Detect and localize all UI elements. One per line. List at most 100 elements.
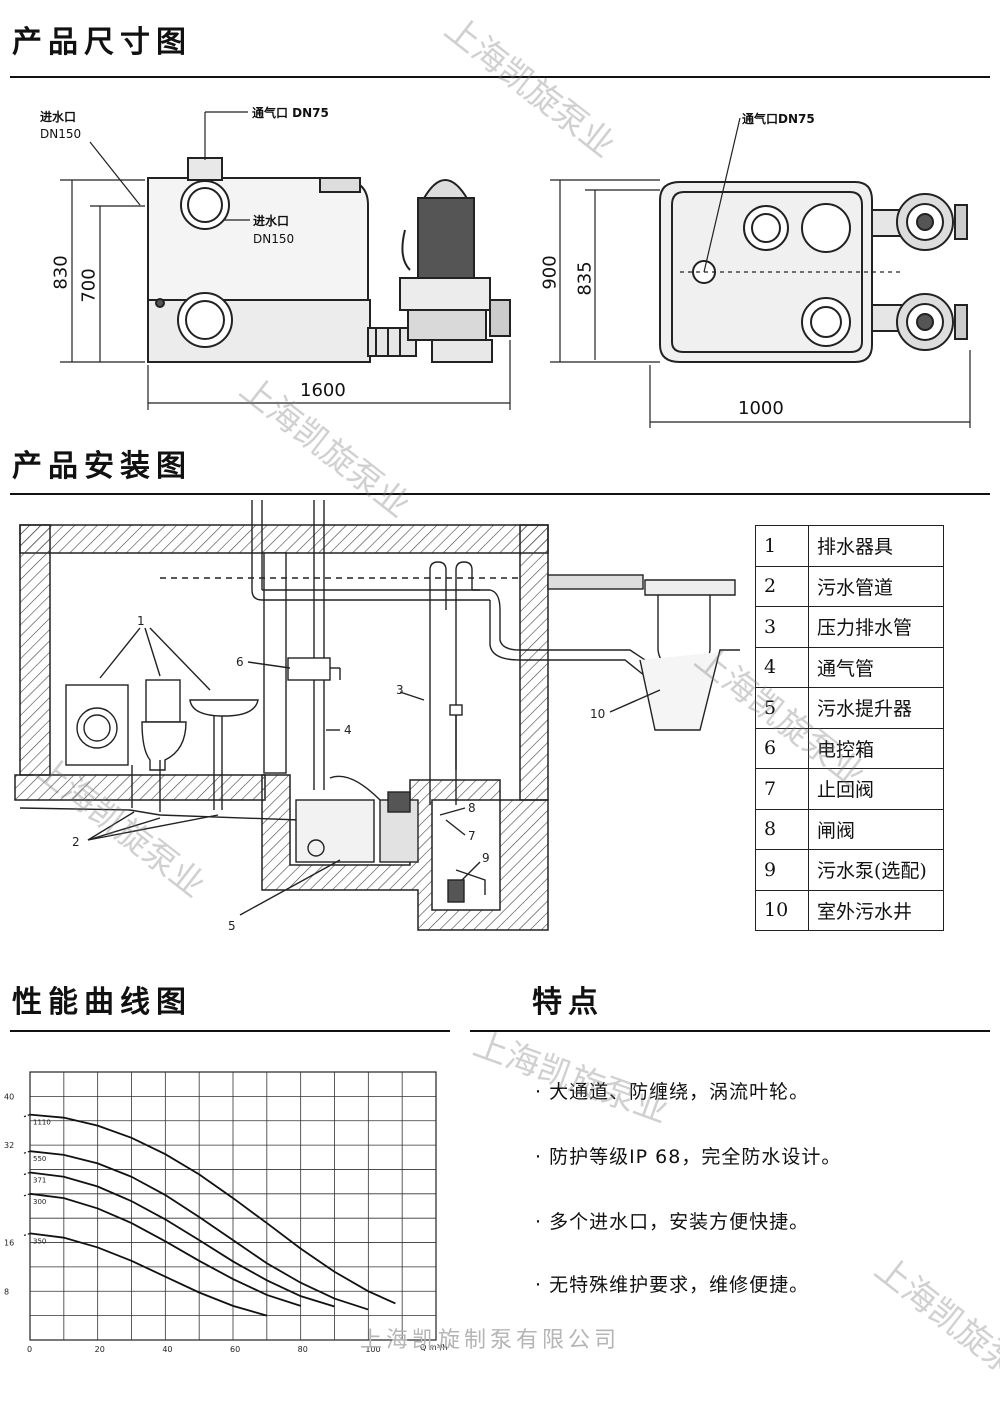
series-label: 1110 <box>33 1119 51 1127</box>
series-line <box>29 1150 369 1311</box>
x-tick-label: 20 <box>95 1345 105 1354</box>
legend-text: 电控箱 <box>808 727 944 769</box>
legend-text: 污水管道 <box>808 565 944 607</box>
x-tick-label: 60 <box>230 1345 240 1354</box>
inlet2-label: 进水口 <box>253 214 290 228</box>
chart-grid <box>29 1071 437 1341</box>
x-tick-label: 100 <box>365 1345 380 1354</box>
callout-2: 2 <box>72 835 80 849</box>
inlet-size: DN150 <box>40 127 82 141</box>
series-line <box>29 1192 301 1307</box>
legend-num: 7 <box>755 768 809 810</box>
installation-drawing: 1 2 3 4 5 6 7 8 9 10 <box>14 500 740 933</box>
dim-835: 835 <box>574 261 596 296</box>
installation-rule <box>10 493 990 495</box>
legend-num: 4 <box>755 646 809 688</box>
dimension-drawing <box>60 111 971 428</box>
features-rule <box>470 1030 990 1032</box>
feature-item: · 无特殊维护要求，维修便捷。 <box>535 1274 810 1296</box>
series-line <box>29 1113 396 1305</box>
callout-6: 6 <box>236 655 244 669</box>
vent-label: 通气口 DN75 <box>252 106 329 120</box>
legend-text: 污水提升器 <box>808 687 944 729</box>
series-dash <box>23 1171 31 1176</box>
legend-text: 污水泵(选配) <box>808 849 944 891</box>
vent-top-label: 通气口DN75 <box>742 112 815 126</box>
callout-5: 5 <box>228 919 236 933</box>
legend-num: 10 <box>755 889 809 931</box>
dim-900: 900 <box>539 255 561 290</box>
legend-num: 5 <box>755 687 809 729</box>
performance-rule <box>10 1030 450 1032</box>
legend-num: 8 <box>755 808 809 850</box>
feature-item: · 多个进水口，安装方便快捷。 <box>535 1211 810 1233</box>
series-dash <box>23 1232 31 1236</box>
watermark: 上海凯旋泵业 <box>468 1024 674 1132</box>
installation-callouts: 1 2 3 4 5 6 7 8 9 10 <box>72 614 605 933</box>
series-dash <box>23 1193 31 1197</box>
x-tick-label: 80 <box>298 1345 308 1354</box>
legend-text: 压力排水管 <box>808 606 944 648</box>
series-line <box>29 1171 335 1308</box>
legend-num: 3 <box>755 606 809 648</box>
legend-num: 1 <box>755 525 809 567</box>
callout-7: 7 <box>468 829 476 843</box>
feature-item: · 大通道、防缠绕，涡流叶轮。 <box>535 1081 810 1103</box>
dimensions-title: 产品尺寸图 <box>12 25 192 60</box>
callout-1: 1 <box>137 614 145 628</box>
series-line <box>29 1232 268 1317</box>
series-label: 300 <box>33 1198 46 1206</box>
series-label: 550 <box>33 1155 46 1163</box>
series-label: 350 <box>33 1237 46 1245</box>
series-label: 371 <box>33 1177 46 1185</box>
performance-title: 性能曲线图 <box>12 985 192 1020</box>
chart-legend: 1110 550 371 300 350 <box>33 1119 51 1246</box>
legend-text: 排水器具 <box>808 525 944 567</box>
feature-item: · 防护等级IP 68，完全防水设计。 <box>535 1146 842 1168</box>
dim-830: 830 <box>50 255 72 290</box>
x-tick-label: 40 <box>162 1345 172 1354</box>
legend-text: 闸阀 <box>808 808 944 850</box>
y-tick-label: 16 <box>4 1239 14 1248</box>
legend-text: 室外污水井 <box>808 889 944 931</box>
chart-xlabel: Q m³/h <box>420 1343 448 1352</box>
callout-8: 8 <box>468 801 476 815</box>
dim-1000: 1000 <box>738 398 784 419</box>
callout-9: 9 <box>482 851 490 865</box>
legend-num: 6 <box>755 727 809 769</box>
series-dash <box>23 1114 31 1118</box>
callout-3: 3 <box>396 683 404 697</box>
y-tick-label: 32 <box>4 1141 14 1150</box>
y-tick-label: 8 <box>4 1287 9 1296</box>
dim-1600: 1600 <box>300 380 346 401</box>
installation-title: 产品安装图 <box>12 449 192 484</box>
footer-company: 上海凯旋制泵有限公司 <box>360 1328 621 1353</box>
y-tick-label: 40 <box>4 1092 14 1101</box>
chart-series <box>23 1113 396 1317</box>
dim-700: 700 <box>78 268 100 303</box>
performance-chart: 0 20 40 60 80 100 8 16 32 40 1110 550 371 300 350 Q m… <box>4 1071 448 1354</box>
legend-text: 通气管 <box>808 646 944 688</box>
legend-num: 9 <box>755 849 809 891</box>
inlet2-size: DN150 <box>253 232 295 246</box>
legend-text: 止回阀 <box>808 768 944 810</box>
dimensions-rule <box>10 76 990 78</box>
callout-10: 10 <box>590 707 605 721</box>
features-title: 特点 <box>532 985 604 1020</box>
callout-4: 4 <box>344 723 352 737</box>
watermark: 上海凯旋泵业 <box>867 1248 1000 1406</box>
x-tick-label: 0 <box>27 1345 32 1354</box>
inlet-label: 进水口 <box>40 110 77 124</box>
chart-ticks: 0 20 40 60 80 100 8 16 32 40 <box>4 1092 381 1354</box>
series-dash <box>23 1150 31 1154</box>
